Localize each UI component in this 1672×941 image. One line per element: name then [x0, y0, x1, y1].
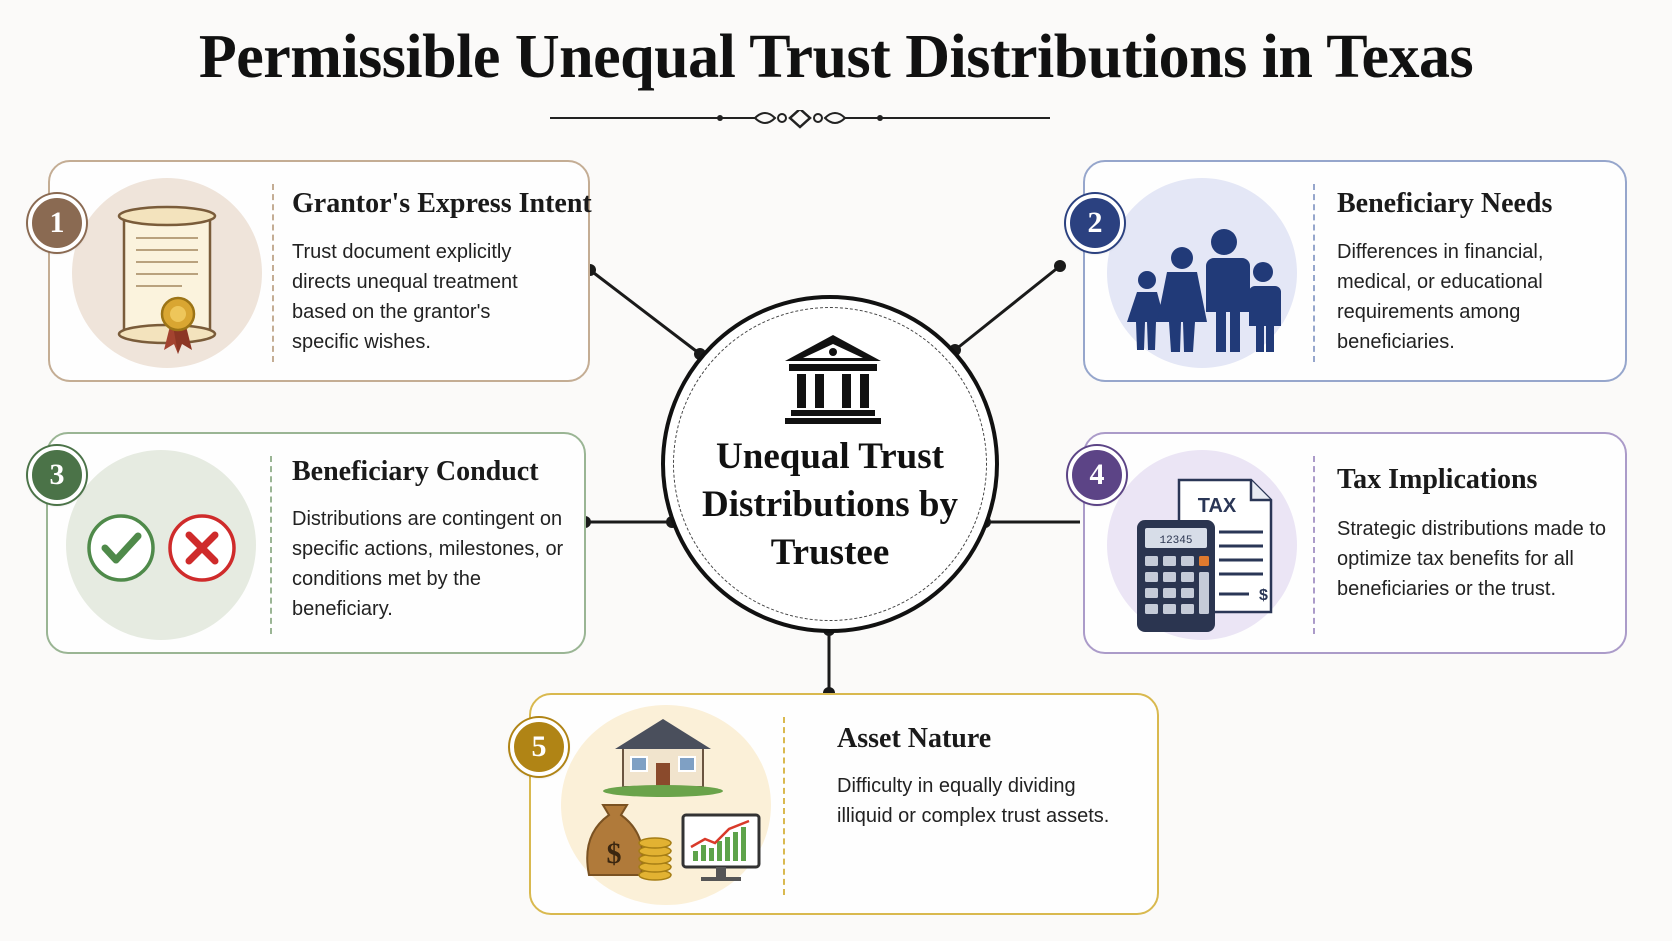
house-money-chart-icon: $ — [561, 705, 771, 905]
check-and-cross-icon — [66, 450, 256, 640]
card-title: Asset Nature — [837, 723, 992, 754]
card-divider — [270, 456, 272, 634]
hub-label: Unequal Trust Distributions by Trustee — [702, 436, 958, 573]
scroll-with-seal-icon — [72, 178, 262, 368]
card-title: Tax Implications — [1337, 464, 1538, 495]
card-title: Beneficiary Conduct — [292, 456, 539, 487]
dollar-sign: $ — [1259, 587, 1268, 604]
page-title: Permissible Unequal Trust Distributions … — [198, 23, 1474, 91]
number-badge-4: 4 — [1068, 446, 1126, 504]
number-badge-5: 5 — [510, 718, 568, 776]
badge-number: 1 — [49, 206, 65, 239]
badge-number: 5 — [531, 730, 547, 763]
badge-number: 4 — [1089, 458, 1105, 491]
hub-dashed-ring — [673, 307, 987, 621]
card-beneficiary-needs: Beneficiary Needs Differences in financi… — [1083, 160, 1627, 382]
number-badge-1: 1 — [28, 194, 86, 252]
card-beneficiary-conduct: Beneficiary Conduct Distributions are co… — [46, 432, 586, 654]
title-flourish-divider — [550, 110, 1050, 129]
card-grantors-express-intent: Grantor's Express Intent Trust document … — [48, 160, 592, 382]
central-hub: Unequal Trust Distributions by Trustee — [661, 295, 999, 633]
card-divider — [1313, 184, 1315, 362]
card-asset-nature: $ Asset Nature Difficulty in equally div… — [529, 693, 1159, 915]
card-description: Strategic distributions made to optimize… — [1337, 518, 1607, 600]
money-bag-dollar: $ — [607, 837, 622, 870]
card-description: Differences in financial, medical, or ed… — [1337, 241, 1544, 353]
bank-building-icon — [785, 335, 881, 424]
card-description: Distributions are contingent on specific… — [292, 508, 564, 620]
tax-form-label: TAX — [1198, 495, 1237, 517]
calculator-tax-form-icon: TAX $ 12345 — [1107, 450, 1297, 640]
badge-number: 3 — [49, 458, 65, 491]
number-badge-2: 2 — [1066, 194, 1124, 252]
card-description: Trust document explicitly directs unequa… — [292, 241, 518, 353]
card-title: Grantor's Express Intent — [292, 188, 592, 219]
card-divider — [783, 717, 785, 895]
badge-number: 2 — [1087, 206, 1103, 239]
card-divider — [1313, 456, 1315, 634]
card-title: Beneficiary Needs — [1337, 188, 1553, 219]
card-tax-implications: TAX $ 12345 Tax Implications Strategic d… — [1083, 432, 1627, 654]
calculator-display: 12345 — [1159, 535, 1192, 547]
family-icon — [1107, 178, 1297, 368]
card-description: Difficulty in equally dividing illiquid … — [837, 775, 1110, 827]
card-divider — [272, 184, 274, 362]
number-badge-3: 3 — [28, 446, 86, 504]
